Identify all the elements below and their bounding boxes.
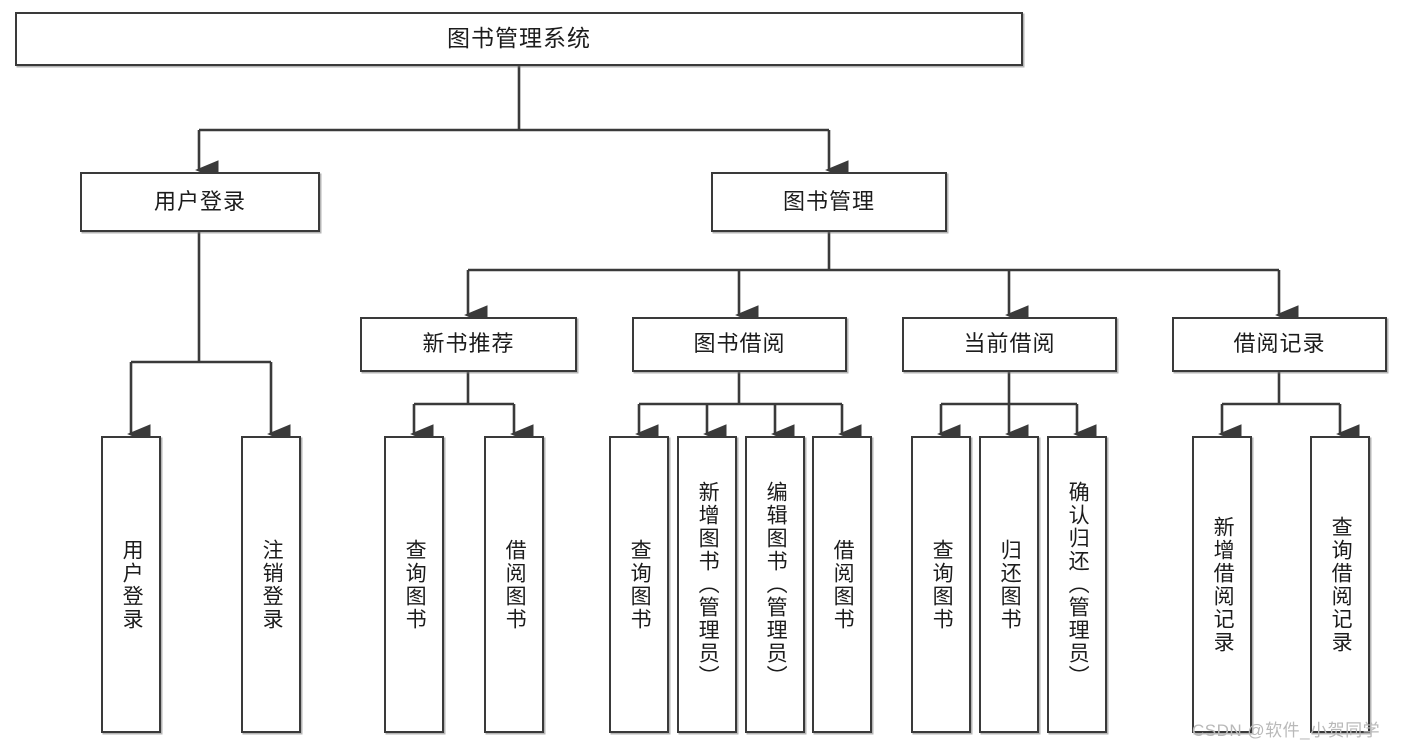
leaf-borrow-book-new[interactable]: 借阅图书 <box>484 436 544 733</box>
leaf-user-login[interactable]: 用户登录 <box>101 436 161 733</box>
leaf-edit-book-admin[interactable]: 编辑图书（管理员） <box>745 436 805 733</box>
node-label: 图书管理 <box>782 188 875 214</box>
node-label: 图书管理系统 <box>447 25 591 52</box>
node-label: 当前借阅 <box>963 331 1056 357</box>
leaf-borrow-book[interactable]: 借阅图书 <box>812 436 872 733</box>
node-label: 查询图书 <box>930 538 954 631</box>
node-book-borrow[interactable]: 图书借阅 <box>632 317 847 372</box>
node-label: 借阅图书 <box>503 538 527 631</box>
leaf-query-book-borrow[interactable]: 查询图书 <box>609 436 669 733</box>
node-label: 借阅记录 <box>1233 331 1326 357</box>
leaf-confirm-return-admin[interactable]: 确认归还（管理员） <box>1047 436 1107 733</box>
node-book-management[interactable]: 图书管理 <box>711 172 947 232</box>
leaf-query-borrow-record[interactable]: 查询借阅记录 <box>1310 436 1370 733</box>
node-new-book-recommend[interactable]: 新书推荐 <box>360 317 577 372</box>
node-label: 用户登录 <box>120 538 144 631</box>
node-label: 新增图书（管理员） <box>696 481 720 688</box>
node-label: 归还图书 <box>998 538 1022 631</box>
leaf-add-book-admin[interactable]: 新增图书（管理员） <box>677 436 737 733</box>
leaf-query-book-current[interactable]: 查询图书 <box>911 436 971 733</box>
leaf-query-book-new[interactable]: 查询图书 <box>384 436 444 733</box>
node-label: 编辑图书（管理员） <box>764 481 788 688</box>
node-label: 注销登录 <box>260 538 284 631</box>
node-current-borrow[interactable]: 当前借阅 <box>902 317 1117 372</box>
node-label: 借阅图书 <box>831 538 855 631</box>
node-label: 用户登录 <box>153 188 246 214</box>
leaf-return-book[interactable]: 归还图书 <box>979 436 1039 733</box>
leaf-add-borrow-record[interactable]: 新增借阅记录 <box>1192 436 1252 733</box>
csdn-watermark: CSDN @软件_小贺同学 <box>1192 721 1381 740</box>
node-label: 新增借阅记录 <box>1211 515 1235 654</box>
node-label: 新书推荐 <box>422 331 515 357</box>
node-label: 确认归还（管理员） <box>1066 481 1090 688</box>
leaf-logout[interactable]: 注销登录 <box>241 436 301 733</box>
node-user-login[interactable]: 用户登录 <box>80 172 320 232</box>
node-borrow-record[interactable]: 借阅记录 <box>1172 317 1387 372</box>
node-root-system[interactable]: 图书管理系统 <box>15 12 1023 66</box>
node-label: 图书借阅 <box>693 331 786 357</box>
node-label: 查询借阅记录 <box>1329 515 1353 654</box>
node-label: 查询图书 <box>628 538 652 631</box>
node-label: 查询图书 <box>403 538 427 631</box>
